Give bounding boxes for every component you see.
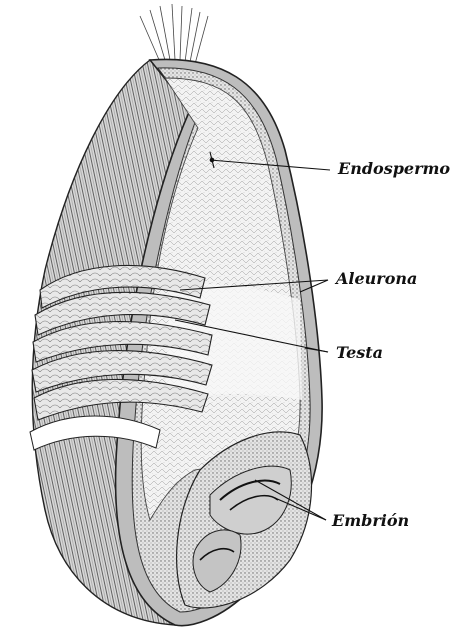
label-embryo: Embrión (331, 511, 409, 530)
label-aleurone: Aleurona (334, 269, 417, 288)
label-testa: Testa (336, 343, 383, 362)
label-endosperm: Endospermo (337, 159, 450, 178)
brush-hairs (140, 4, 208, 64)
